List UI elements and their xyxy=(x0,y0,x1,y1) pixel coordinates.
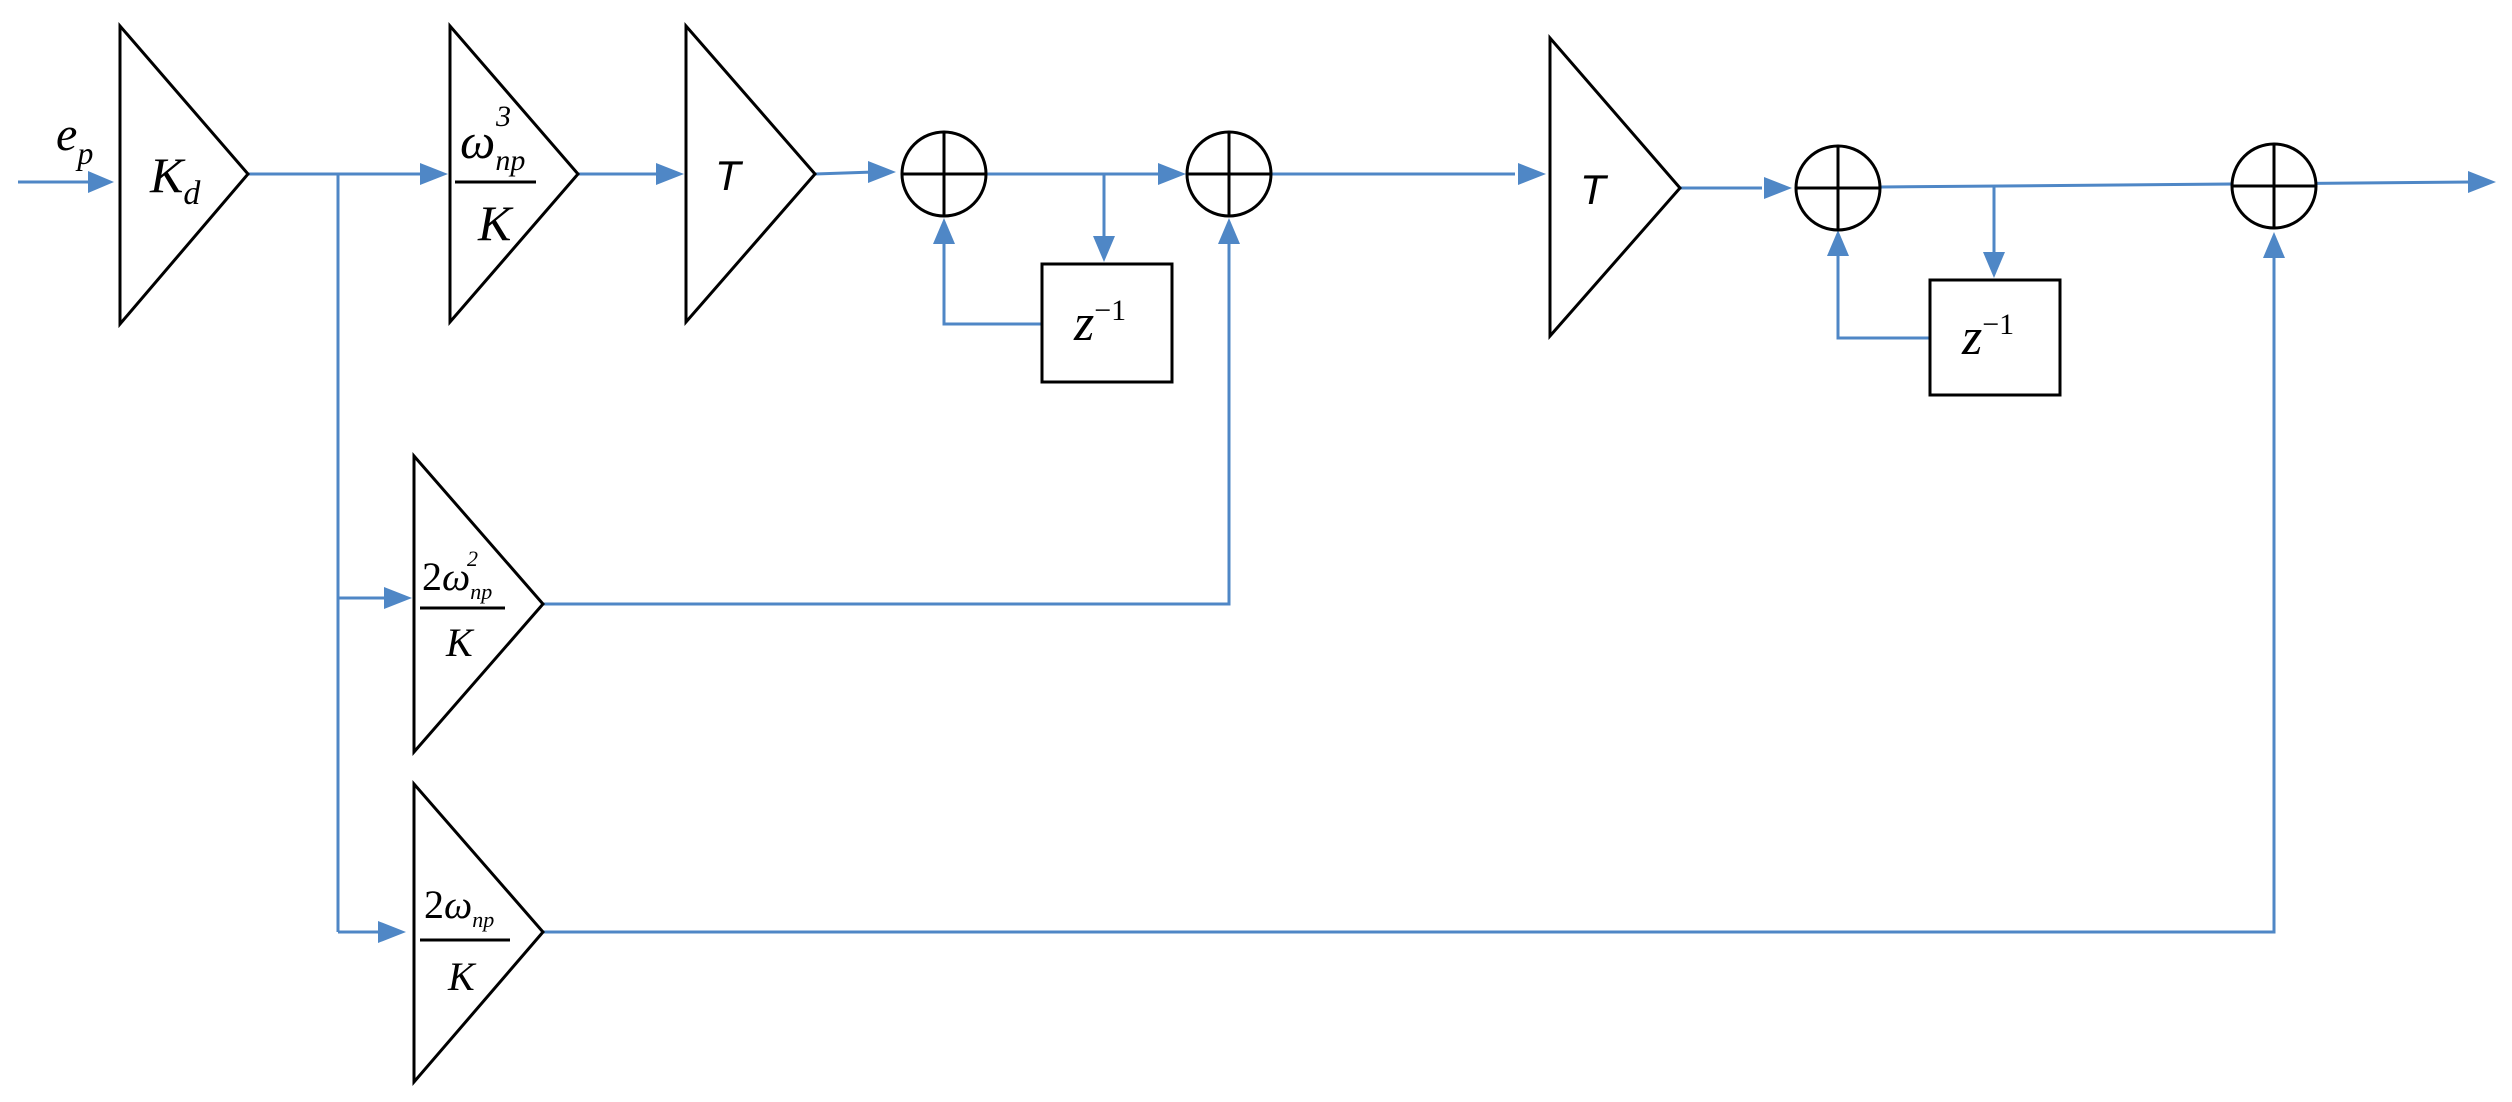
arrow-delay1-into-sum1 xyxy=(933,218,955,244)
arrow-2w-into-sum4 xyxy=(2263,232,2285,258)
delay2-box xyxy=(1928,278,2062,397)
delay1-box xyxy=(1040,262,1174,384)
gain-2w-denominator: K xyxy=(447,954,477,999)
summing-junction-2 xyxy=(1185,130,1273,218)
wire-2w-out xyxy=(543,256,2276,934)
delay1-label: z−1 xyxy=(1073,294,1126,352)
delay1-symbol: z xyxy=(1073,295,1094,352)
wire-delay1-feedback xyxy=(942,240,1042,326)
gain-w3-numerator: ωnp xyxy=(460,113,525,177)
gain-w3-block: ωnp 3 K xyxy=(448,21,580,327)
summing-junction-3 xyxy=(1794,144,1882,232)
gain-2w2-denominator: K xyxy=(445,620,475,665)
summing-junction-1 xyxy=(900,130,988,218)
input-symbol: e xyxy=(56,108,77,161)
gain-kd-symbol: K xyxy=(149,147,186,203)
gain-w3-triangle xyxy=(448,21,580,327)
gain-t2-triangle xyxy=(1548,33,1682,340)
arrow-into-2w2 xyxy=(384,587,412,609)
gain-w3-omega: ω xyxy=(460,113,495,169)
delay2-exponent: −1 xyxy=(1982,308,2014,341)
gain-kd-block: Kd xyxy=(118,21,250,329)
gain-2w-omega: ω xyxy=(444,882,472,927)
gain-t1-block: T xyxy=(684,21,817,327)
arrow-delay2-into-sum3 xyxy=(1827,230,1849,256)
gain-kd-label: Kd xyxy=(149,147,201,212)
gain-2w2-omega: ω xyxy=(442,554,470,599)
wire-2w2-out xyxy=(543,244,1231,606)
gain-2w-subscript: np xyxy=(472,907,494,932)
gain-t1-triangle xyxy=(684,21,817,327)
gain-2w2-block: 2ωnp 2 K xyxy=(412,451,545,757)
gain-2w-triangle xyxy=(412,779,545,1087)
arrow-into-delay1 xyxy=(1093,236,1115,262)
signal-wires xyxy=(18,170,2473,934)
delay1-exponent: −1 xyxy=(1094,294,1126,327)
gain-2w-coeff: 2 xyxy=(424,882,444,927)
summing-junction-4 xyxy=(2230,142,2318,230)
gain-2w2-coeff: 2 xyxy=(422,554,442,599)
gain-w3-subscript: np xyxy=(495,144,525,177)
input-label: ep xyxy=(56,108,93,171)
gain-2w2-superscript: 2 xyxy=(467,546,478,571)
gain-2w2-subscript: np xyxy=(470,579,492,604)
gain-2w2-numerator: 2ωnp xyxy=(422,554,492,604)
arrow-input xyxy=(88,171,114,193)
gain-w3-superscript: 3 xyxy=(495,100,511,133)
arrow-output xyxy=(2468,171,2496,193)
arrow-into-sum3 xyxy=(1764,177,1792,199)
gain-2w-numerator: 2ωnp xyxy=(424,882,494,932)
gain-w3-denominator: K xyxy=(477,195,514,251)
delay2-label: z−1 xyxy=(1961,308,2014,366)
wire-delay2-feedback xyxy=(1836,252,1930,340)
arrowheads xyxy=(88,161,2496,943)
gain-2w2-triangle xyxy=(412,451,545,757)
arrow-into-t2 xyxy=(1518,163,1546,185)
input-subscript: p xyxy=(75,135,93,171)
arrow-into-2w xyxy=(378,921,406,943)
delay-block-2: z−1 xyxy=(1928,278,2062,397)
arrow-into-w3 xyxy=(420,163,448,185)
gain-kd-subscript: d xyxy=(183,175,201,212)
delay2-symbol: z xyxy=(1961,309,1982,366)
arrow-into-delay2 xyxy=(1983,252,2005,278)
wire-sum3-out xyxy=(1879,180,2473,189)
gain-t2-block: T xyxy=(1548,33,1682,340)
gain-2w-block: 2ωnp K xyxy=(412,779,545,1087)
gain-t1-label: T xyxy=(715,152,744,199)
arrow-into-sum1 xyxy=(868,161,896,183)
arrow-into-t1 xyxy=(656,163,684,185)
arrow-2w2-into-sum2 xyxy=(1218,218,1240,244)
gain-kd-triangle xyxy=(118,21,250,329)
wire-t1-out xyxy=(814,170,875,176)
arrow-into-sum2 xyxy=(1158,163,1186,185)
delay-block-1: z−1 xyxy=(1040,262,1174,384)
gain-t2-label: T xyxy=(1580,166,1609,213)
